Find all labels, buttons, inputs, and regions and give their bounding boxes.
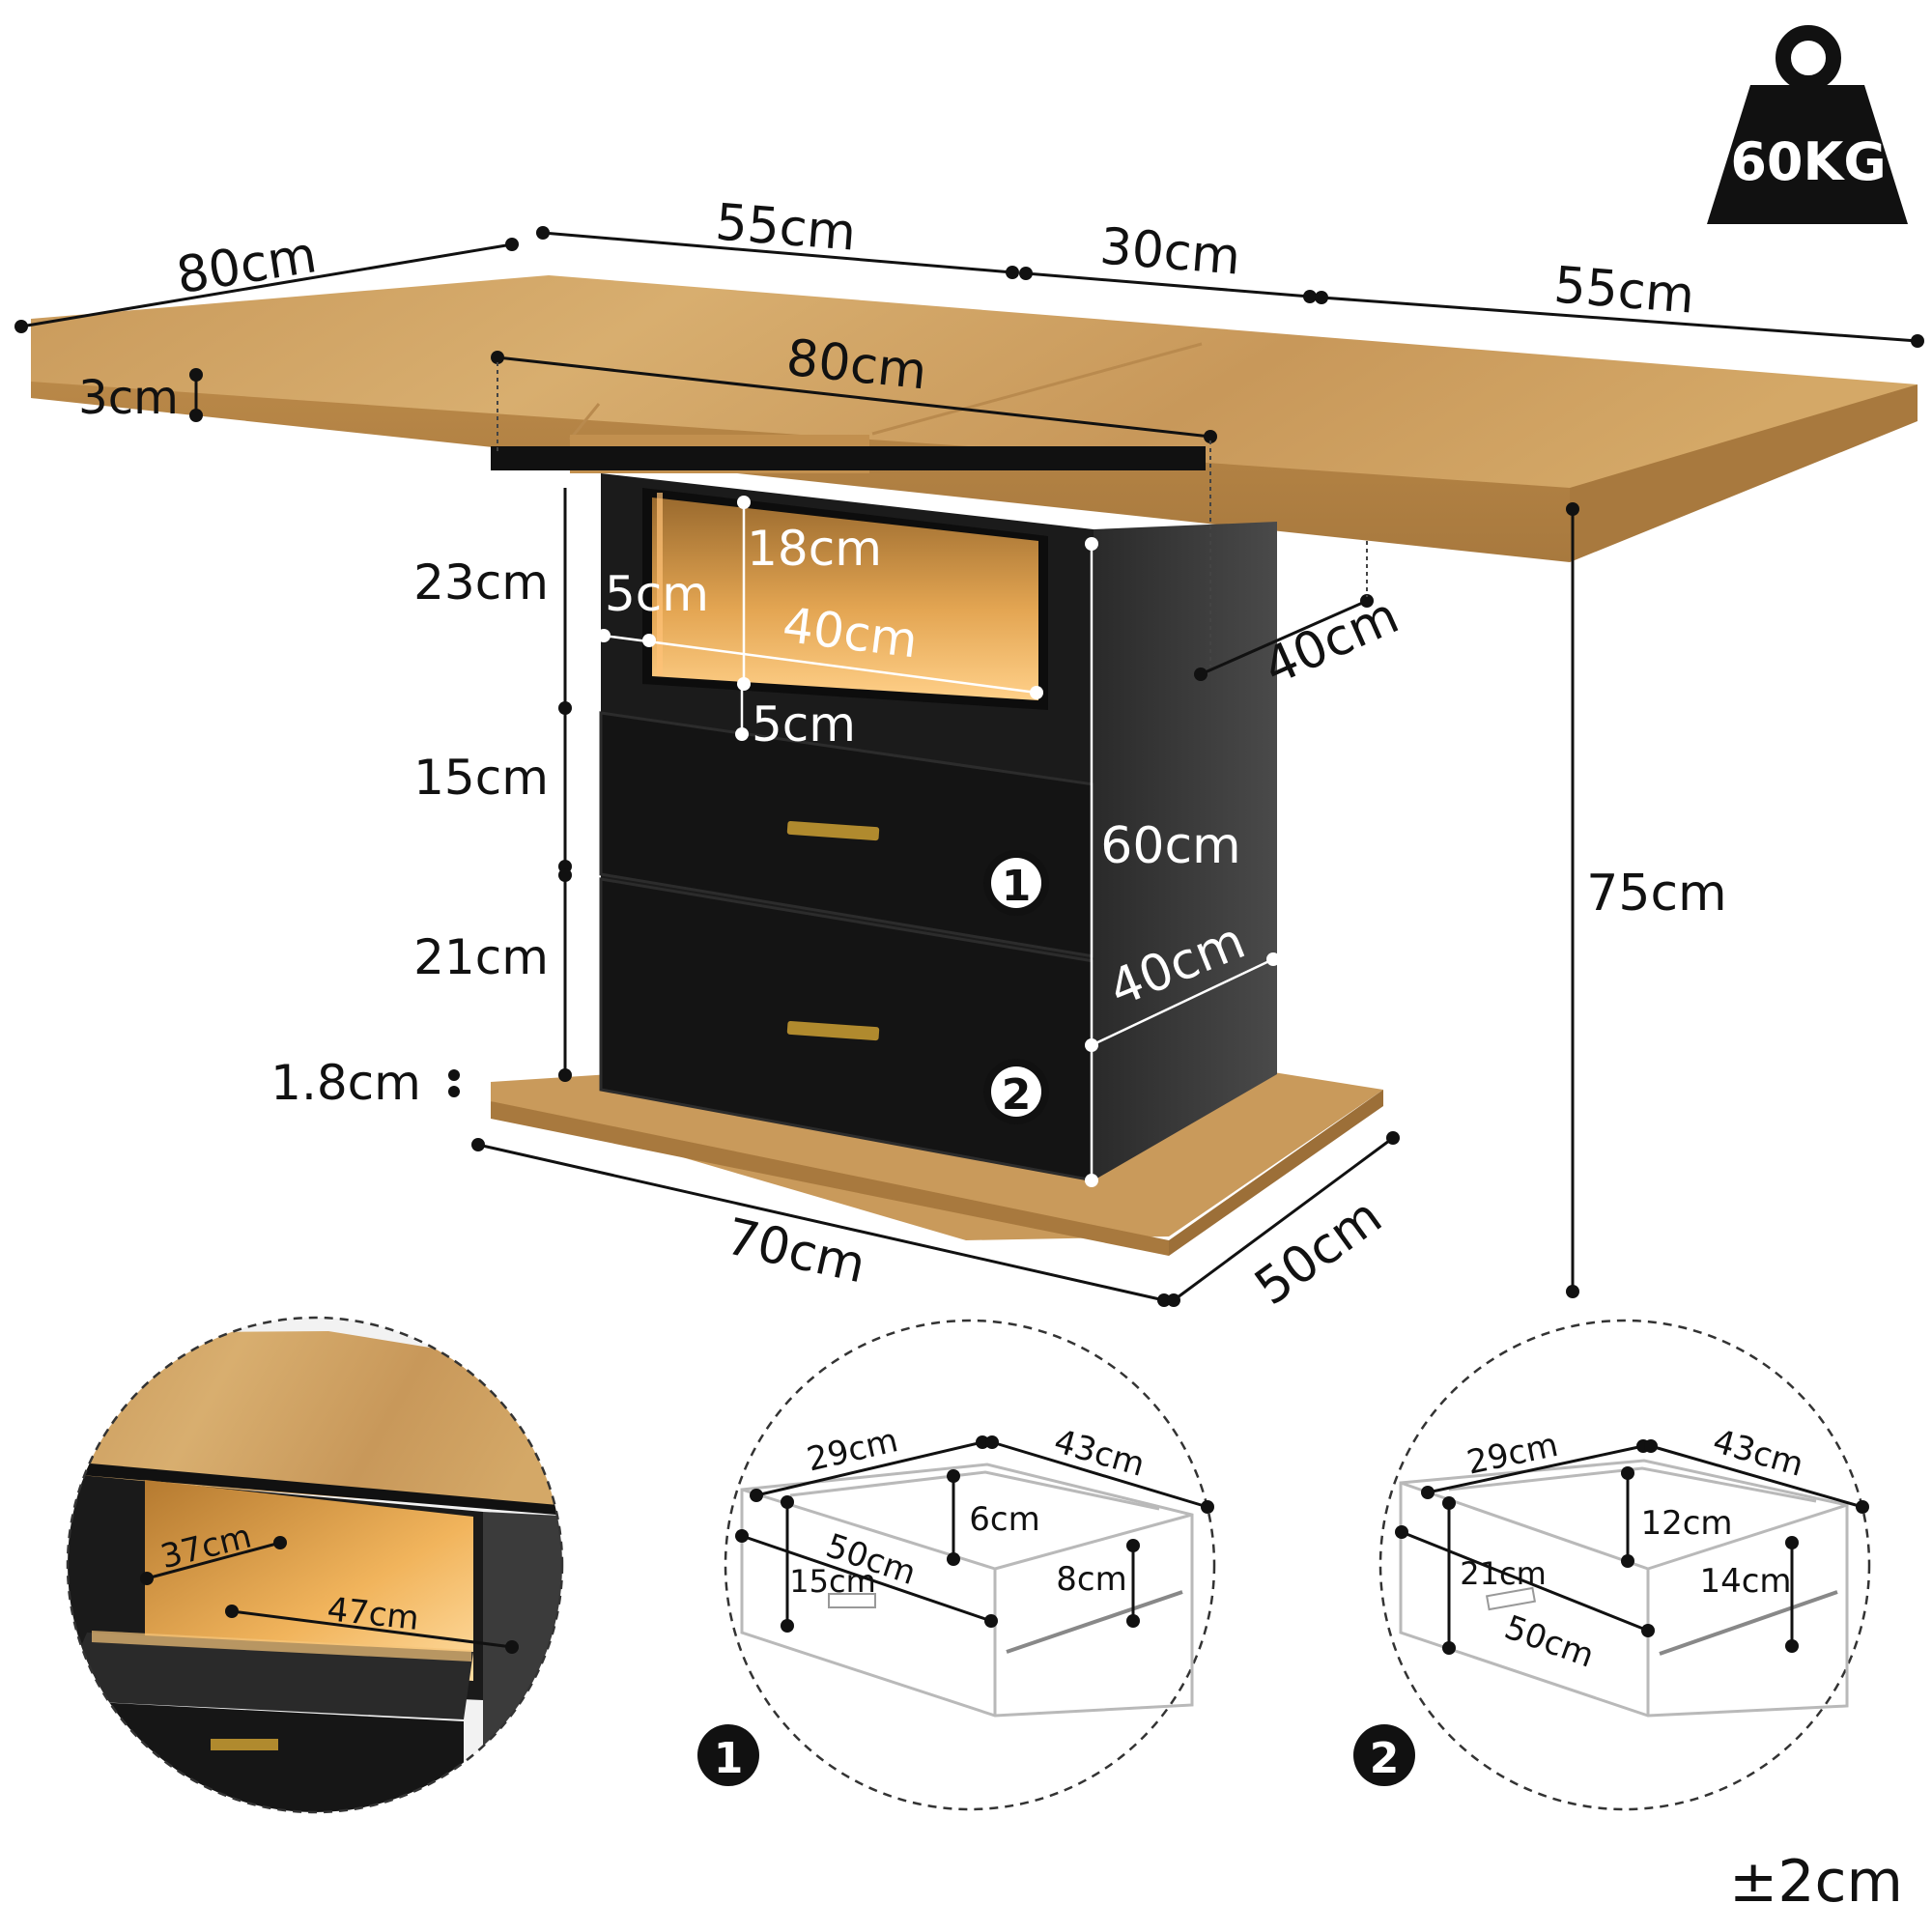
- drawer2-height-label: 21cm: [413, 929, 549, 985]
- weight-label: 60KG: [1730, 131, 1886, 192]
- leaf-left-label: 55cm: [713, 193, 858, 262]
- svg-text:1: 1: [714, 1734, 744, 1783]
- base-depth-label: 50cm: [1245, 1187, 1393, 1317]
- body-height-label: 60cm: [1100, 817, 1240, 875]
- cabinet-dimension-lines: [448, 488, 1400, 1307]
- thickness-label: 3cm: [78, 371, 179, 425]
- drawer1-side-height-label: 8cm: [1056, 1560, 1126, 1599]
- tolerance-label: ±2cm: [1729, 1848, 1903, 1916]
- drawer-1-badge: 1: [983, 850, 1049, 916]
- tabletop: [31, 275, 1918, 562]
- drawer2-side-height-label: 14cm: [1699, 1562, 1791, 1601]
- svg-text:2: 2: [1370, 1734, 1400, 1783]
- base-thickness-label: 1.8cm: [270, 1055, 421, 1111]
- weight-icon: 60KG: [1707, 25, 1908, 224]
- drawer1-width-label: 29cm: [804, 1421, 902, 1479]
- drawer-2-badge: 2: [983, 1059, 1049, 1124]
- drawer-2-detail-inset: 2: [1353, 1319, 1871, 1811]
- drawer1-inner-depth-label: 6cm: [969, 1500, 1039, 1539]
- base-width-label: 70cm: [721, 1208, 870, 1294]
- upper-depth-label: 40cm: [1255, 586, 1406, 696]
- leaf-right-label: 55cm: [1551, 256, 1696, 325]
- drawer2-front-height-label: 21cm: [1460, 1555, 1546, 1592]
- top-dimension-lines: [14, 226, 1924, 1298]
- inset-side-label: 5cm: [605, 566, 709, 622]
- inset-width-label: 47cm: [326, 1590, 421, 1638]
- drawer2-inner-depth-label: 12cm: [1640, 1504, 1732, 1543]
- compartment-detail-inset: [66, 1316, 564, 1814]
- drawer1-height-label: 15cm: [413, 750, 549, 806]
- svg-text:1: 1: [1002, 862, 1032, 911]
- cabinet: [491, 473, 1383, 1256]
- center-section-label: 30cm: [1097, 217, 1242, 286]
- inner-height-label: 18cm: [747, 521, 882, 577]
- table-height-label: 75cm: [1586, 865, 1726, 923]
- cabinet-inner-dimension-lines: [597, 496, 1280, 1187]
- tabletop-depth-label: 80cm: [173, 226, 321, 305]
- compartment-height-label: 23cm: [413, 554, 549, 611]
- svg-text:2: 2: [1002, 1070, 1032, 1120]
- drawer2-diagonal-label: 50cm: [1499, 1608, 1599, 1676]
- drawer-1-detail-inset: 1: [697, 1319, 1216, 1811]
- drawer1-front-height-label: 15cm: [789, 1563, 875, 1600]
- inset-bottom-label: 5cm: [752, 696, 856, 753]
- drawer2-length-label: 43cm: [1709, 1422, 1807, 1485]
